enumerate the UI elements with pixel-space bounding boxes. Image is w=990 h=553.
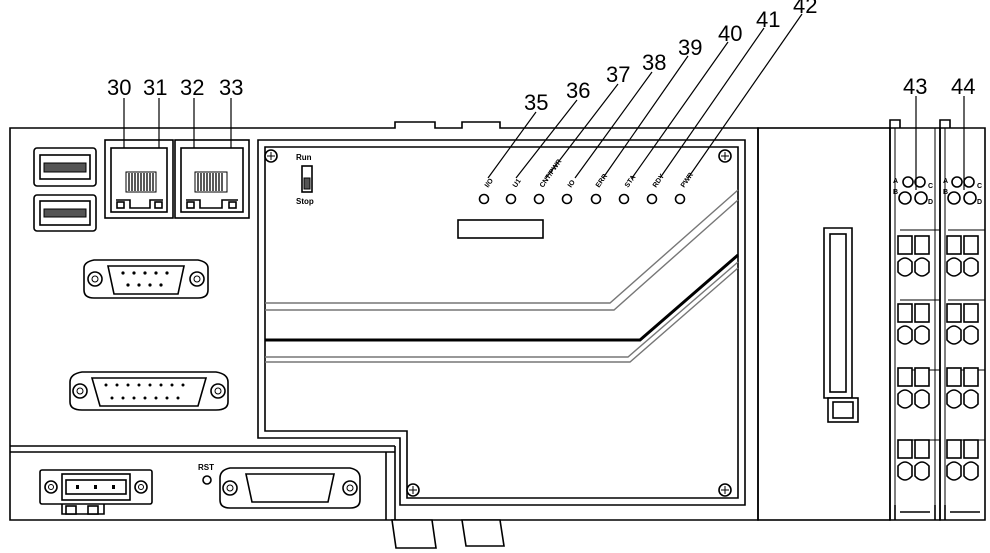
callout-37: 37 xyxy=(606,62,630,87)
led-row: I/O U1 CNT/PWR IO ERR STA RDY PWR xyxy=(478,158,695,205)
led-label-u1: U1 xyxy=(512,178,523,189)
term1-clamp-row-1 xyxy=(897,235,930,277)
callout-43: 43 xyxy=(903,74,927,99)
term1-label-b: B xyxy=(893,189,898,196)
led-u1: U1 xyxy=(505,178,523,205)
center-cover xyxy=(257,139,746,506)
led-err: ERR xyxy=(590,173,609,205)
db9-serial-port xyxy=(83,259,209,299)
term1-label-d: D xyxy=(928,199,933,206)
led-label-sta: STA xyxy=(624,174,637,189)
label-plate xyxy=(457,219,544,239)
term2-clamp-row-4 xyxy=(946,439,979,481)
terminal-module-2: A B C D xyxy=(939,119,986,521)
ethernet-port-2 xyxy=(174,139,250,219)
rj45-contacts-1 xyxy=(125,171,157,193)
term2-label-a: A xyxy=(943,178,948,185)
card-slot-module xyxy=(757,127,891,521)
term1-label-c: C xyxy=(928,183,933,190)
led-pwr: PWR xyxy=(674,172,695,205)
ethernet-port-1 xyxy=(104,139,174,219)
callout-42: 42 xyxy=(793,0,817,18)
led-label-rdy: RDY xyxy=(652,173,666,189)
db9-bottom-port xyxy=(219,467,361,509)
led-label-io2: IO xyxy=(567,179,577,190)
reset-button[interactable]: RST xyxy=(198,463,214,485)
switch-run-label: Run xyxy=(296,153,312,162)
cover-screw-bottom-left xyxy=(406,483,420,497)
callout-32: 32 xyxy=(180,75,204,100)
callout-31: 31 xyxy=(143,75,167,100)
term2-clamp-row-2 xyxy=(946,303,979,345)
power-connector xyxy=(39,469,153,515)
usb-port-2 xyxy=(33,194,97,232)
terminal-module-1: A B C D xyxy=(889,119,941,521)
callout-30: 30 xyxy=(107,75,131,100)
callout-35: 35 xyxy=(524,90,548,115)
led-cnt-pwr: CNT/PWR xyxy=(533,158,563,205)
term1-label-a: A xyxy=(893,178,898,185)
callout-41: 41 xyxy=(756,7,780,32)
led-label-err: ERR xyxy=(595,173,609,189)
led-io2: IO xyxy=(561,179,577,205)
reset-label: RST xyxy=(198,463,214,472)
usb-port-1 xyxy=(33,147,97,187)
led-label-pwr: PWR xyxy=(680,172,695,189)
din-rail-latches xyxy=(391,519,505,549)
switch-stop-label: Stop xyxy=(296,197,314,206)
term1-clamp-row-2 xyxy=(897,303,930,345)
led-rdy: RDY xyxy=(646,173,666,205)
led-sta: STA xyxy=(618,174,637,205)
callout-44: 44 xyxy=(951,74,975,99)
led-io: I/O xyxy=(478,177,495,205)
cover-screw-top-left xyxy=(264,149,278,163)
term2-label-c: C xyxy=(977,183,982,190)
rj45-contacts-2 xyxy=(194,171,228,193)
cover-screw-top-right xyxy=(718,149,732,163)
term2-clamp-row-3 xyxy=(946,367,979,409)
run-stop-switch[interactable]: Run Stop xyxy=(296,153,314,206)
callout-40: 40 xyxy=(718,21,742,46)
term2-label-b: B xyxy=(943,189,948,196)
led-label-cnt-pwr: CNT/PWR xyxy=(539,158,563,189)
term2-label-d: D xyxy=(977,199,982,206)
term1-clamp-row-4 xyxy=(897,439,930,481)
callout-38: 38 xyxy=(642,50,666,75)
term2-clamp-row-1 xyxy=(946,235,979,277)
callout-39: 39 xyxy=(678,35,702,60)
callout-leaders xyxy=(123,13,965,190)
cover-screw-bottom-right xyxy=(718,483,732,497)
term1-clamp-row-3 xyxy=(897,367,930,409)
led-label-io: I/O xyxy=(484,177,495,189)
callout-numbers: 30 31 32 33 35 36 37 38 39 40 41 42 43 4… xyxy=(107,0,975,115)
callout-36: 36 xyxy=(566,78,590,103)
db15-port xyxy=(69,371,229,411)
callout-33: 33 xyxy=(219,75,243,100)
